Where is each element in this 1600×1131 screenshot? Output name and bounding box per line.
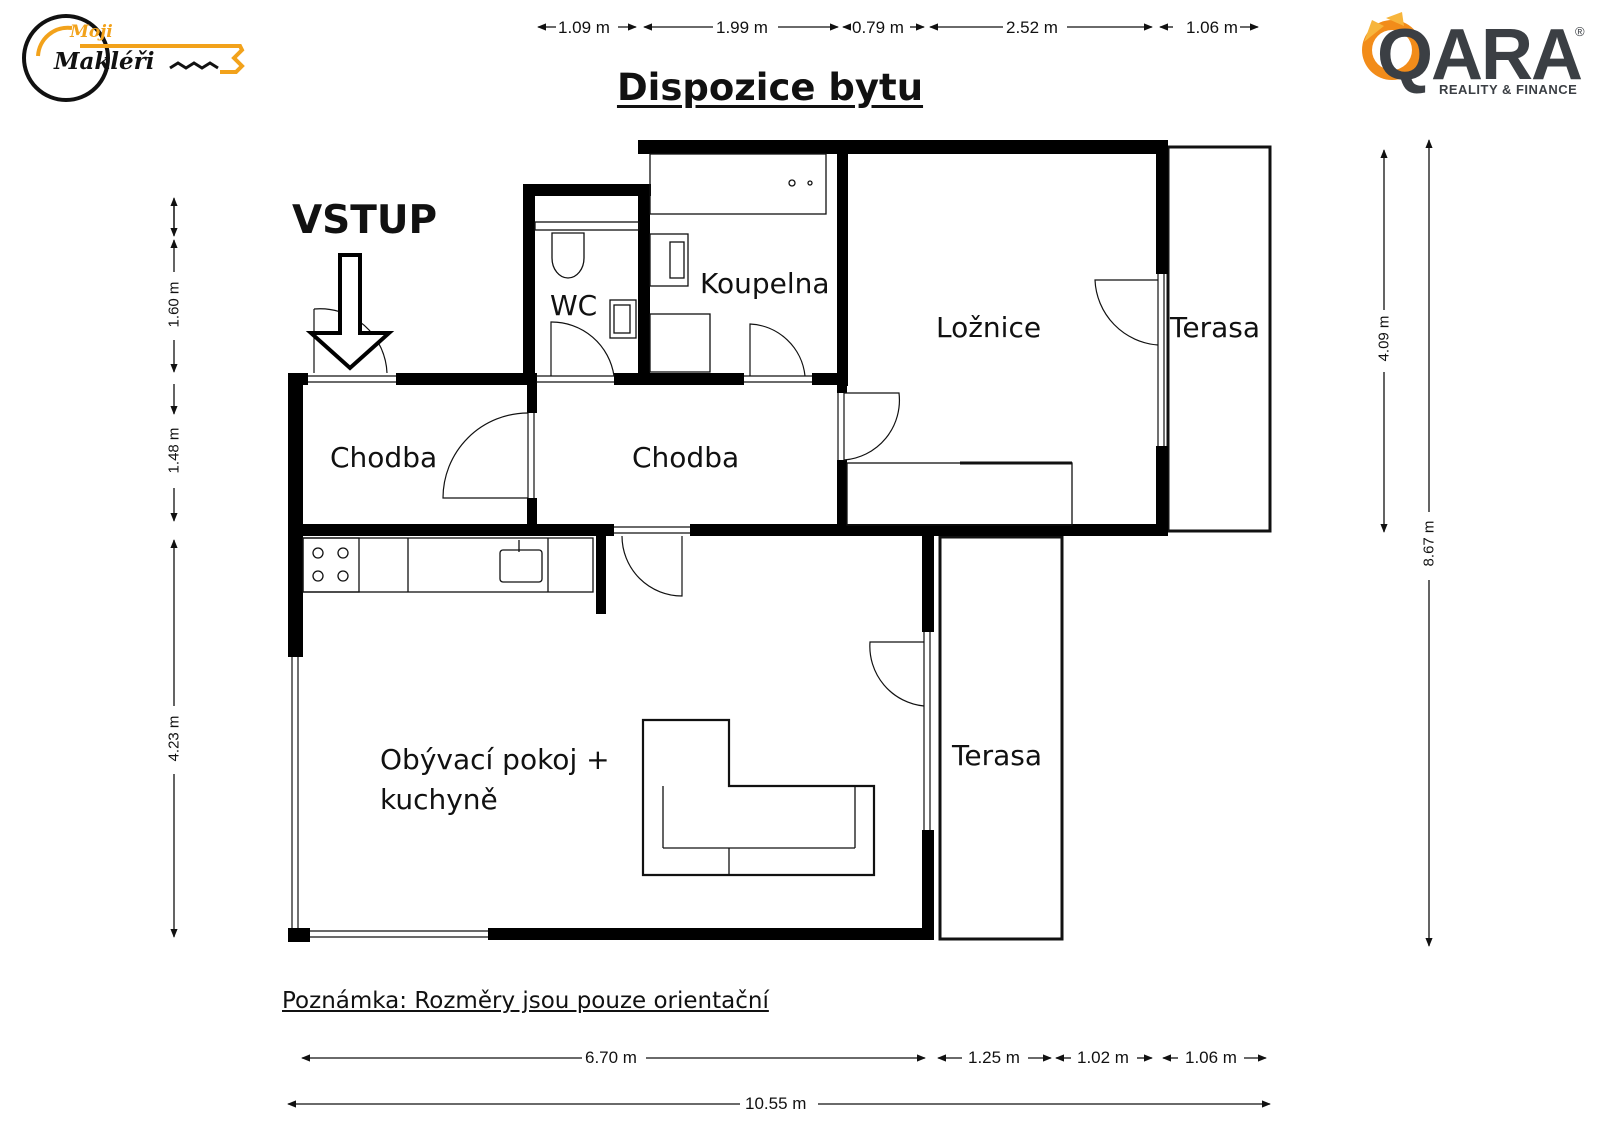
room-label-kuchyne: kuchyně — [380, 783, 498, 816]
walls — [288, 140, 1168, 942]
qara-logo-text: QARA — [1377, 15, 1583, 95]
terrace-bottom-outline — [938, 535, 1064, 941]
dimensions-note: Poznámka: Rozměry jsou pouze orientační — [282, 988, 769, 1014]
key-logo-icon — [22, 14, 245, 102]
room-label-wc: WC — [550, 289, 598, 322]
dim-left-1: 1.60 m — [165, 281, 183, 328]
logo-makleri-text: Makléři — [54, 48, 155, 75]
dim-right-inner: 4.09 m — [1375, 315, 1393, 362]
moji-makleri-logo: Moji Makléři — [20, 12, 250, 104]
right-dimension-lines — [1380, 139, 1433, 947]
room-label-koupelna: Koupelna — [700, 267, 830, 300]
dim-top-4: 2.52 m — [1006, 18, 1058, 37]
terrace-top-outline — [1166, 145, 1272, 533]
fixtures — [302, 153, 1073, 877]
dim-total-width: 10.55 m — [745, 1094, 807, 1113]
dim-left-3: 4.23 m — [165, 715, 183, 762]
room-label-chodba-2: Chodba — [632, 441, 740, 474]
dim-bottom-4: 1.06 m — [1185, 1048, 1237, 1067]
dim-top-5: 1.06 m — [1186, 18, 1238, 37]
dim-left-2: 1.48 m — [165, 427, 183, 474]
qara-registered-mark: ® — [1575, 24, 1585, 39]
entrance-label: VSTUP — [292, 198, 438, 243]
qara-subtitle: REALITY & FINANCE — [1439, 82, 1578, 97]
doors — [313, 279, 1159, 707]
entrance-arrow-icon — [305, 253, 395, 371]
page-title: Dispozice bytu — [616, 66, 924, 109]
logo-moji-text: Moji — [70, 22, 113, 42]
bottom-dimension-lines — [287, 1054, 1271, 1108]
qara-sun-icon — [1362, 12, 1422, 80]
dim-bottom-2: 1.25 m — [968, 1048, 1020, 1067]
room-label-terasa-top: Terasa — [1170, 311, 1260, 344]
dim-bottom-1: 6.70 m — [585, 1048, 637, 1067]
dim-top-1: 1.09 m — [558, 18, 610, 37]
room-label-loznice: Ložnice — [936, 311, 1042, 344]
dim-right-outer: 8.67 m — [1420, 520, 1438, 567]
dim-bottom-3: 1.02 m — [1077, 1048, 1129, 1067]
dim-top-2: 1.99 m — [716, 18, 768, 37]
room-label-chodba-1: Chodba — [330, 441, 438, 474]
windows — [291, 274, 1165, 938]
room-label-obyvaci-pokoj: Obývací pokoj + — [380, 743, 610, 776]
dim-top-3: 0.79 m — [852, 18, 904, 37]
room-label-terasa-bottom: Terasa — [952, 739, 1042, 772]
